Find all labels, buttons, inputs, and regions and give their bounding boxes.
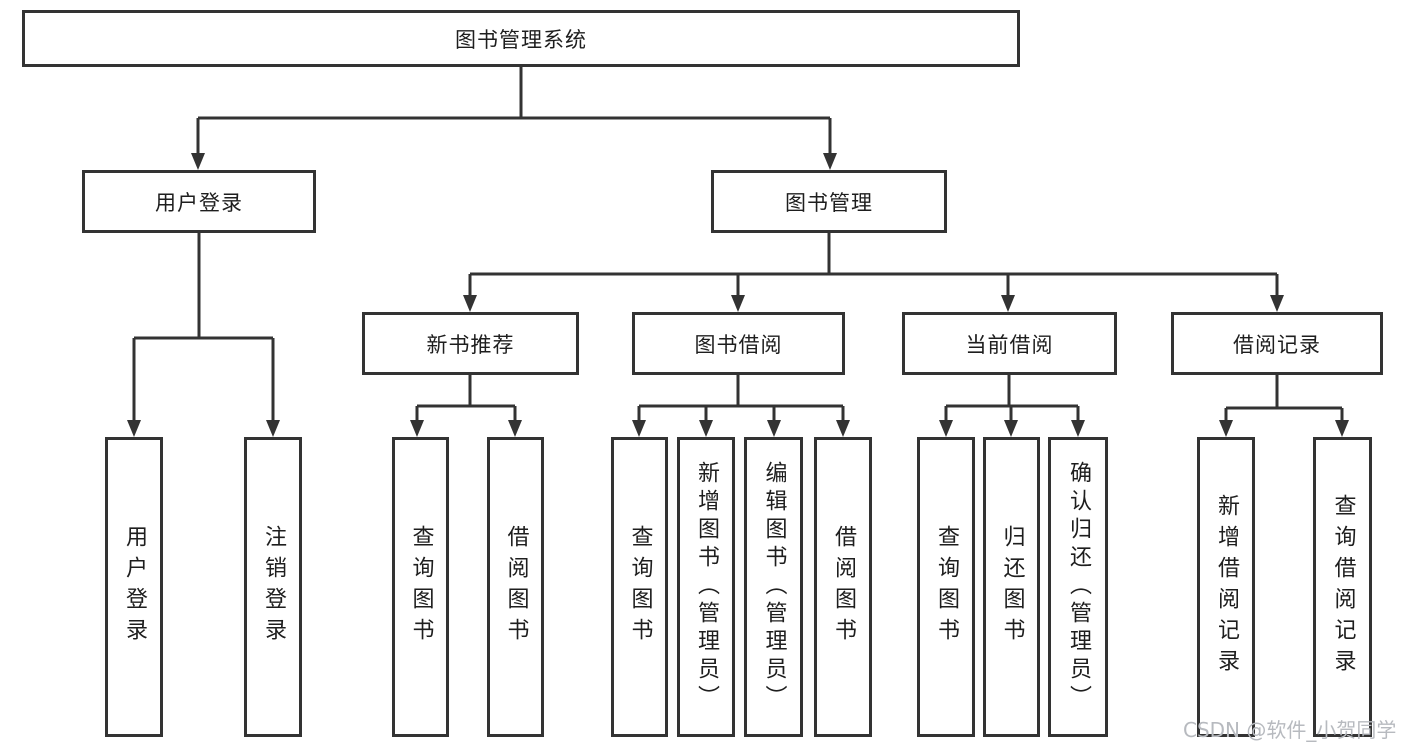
node-label: 查询图书 (934, 525, 959, 649)
leaf-edit-book-admin: 编辑图书（管理员） (744, 437, 803, 737)
leaf-borrow-books: 借阅图书 (814, 437, 872, 737)
node-label: 当前借阅 (965, 332, 1054, 357)
leaf-user-login: 用户登录 (105, 437, 163, 737)
node-label: 查询图书 (408, 525, 434, 649)
node-book-management: 图书管理 (711, 170, 947, 233)
node-label: 借阅记录 (1233, 332, 1321, 357)
leaf-query-books: 查询图书 (917, 437, 975, 737)
leaf-query-books: 查询图书 (392, 437, 449, 737)
node-library-management-system: 图书管理系统 (22, 10, 1020, 67)
node-label: 新增借阅记录 (1214, 494, 1239, 680)
node-book-borrowing: 图书借阅 (632, 312, 845, 375)
node-label: 借阅图书 (503, 525, 529, 649)
node-label: 新增图书（管理员） (694, 461, 719, 713)
node-label: 用户登录 (155, 190, 243, 215)
csdn-watermark: CSDN @软件_小贺同学 (1183, 718, 1397, 742)
leaf-return-book: 归还图书 (983, 437, 1040, 737)
node-label: 归还图书 (999, 525, 1025, 649)
connector-segments (132, 67, 1344, 423)
leaf-add-book-admin: 新增图书（管理员） (677, 437, 735, 737)
leaf-confirm-return-admin: 确认归还（管理员） (1048, 437, 1108, 737)
leaf-logout: 注销登录 (244, 437, 302, 737)
leaf-query-borrow-record: 查询借阅记录 (1313, 437, 1372, 737)
leaf-borrow-books: 借阅图书 (487, 437, 544, 737)
node-label: 图书管理系统 (455, 27, 587, 52)
leaf-query-books: 查询图书 (611, 437, 668, 737)
node-label: 新书推荐 (426, 332, 515, 357)
leaf-add-borrow-record: 新增借阅记录 (1197, 437, 1255, 737)
node-new-book-recommendation: 新书推荐 (362, 312, 579, 375)
node-label: 编辑图书（管理员） (761, 461, 787, 713)
node-label: 图书借阅 (694, 332, 783, 357)
arrowheads (127, 153, 1349, 437)
node-label: 查询图书 (627, 525, 653, 649)
node-label: 注销登录 (261, 525, 286, 649)
node-label: 查询借阅记录 (1330, 494, 1356, 680)
node-label: 图书管理 (785, 190, 873, 215)
node-label: 借阅图书 (831, 525, 856, 649)
node-user-login: 用户登录 (82, 170, 316, 233)
node-current-borrowing: 当前借阅 (902, 312, 1117, 375)
node-borrowing-records: 借阅记录 (1171, 312, 1383, 375)
node-label: 确认归还（管理员） (1066, 461, 1091, 713)
node-label: 用户登录 (122, 525, 147, 649)
